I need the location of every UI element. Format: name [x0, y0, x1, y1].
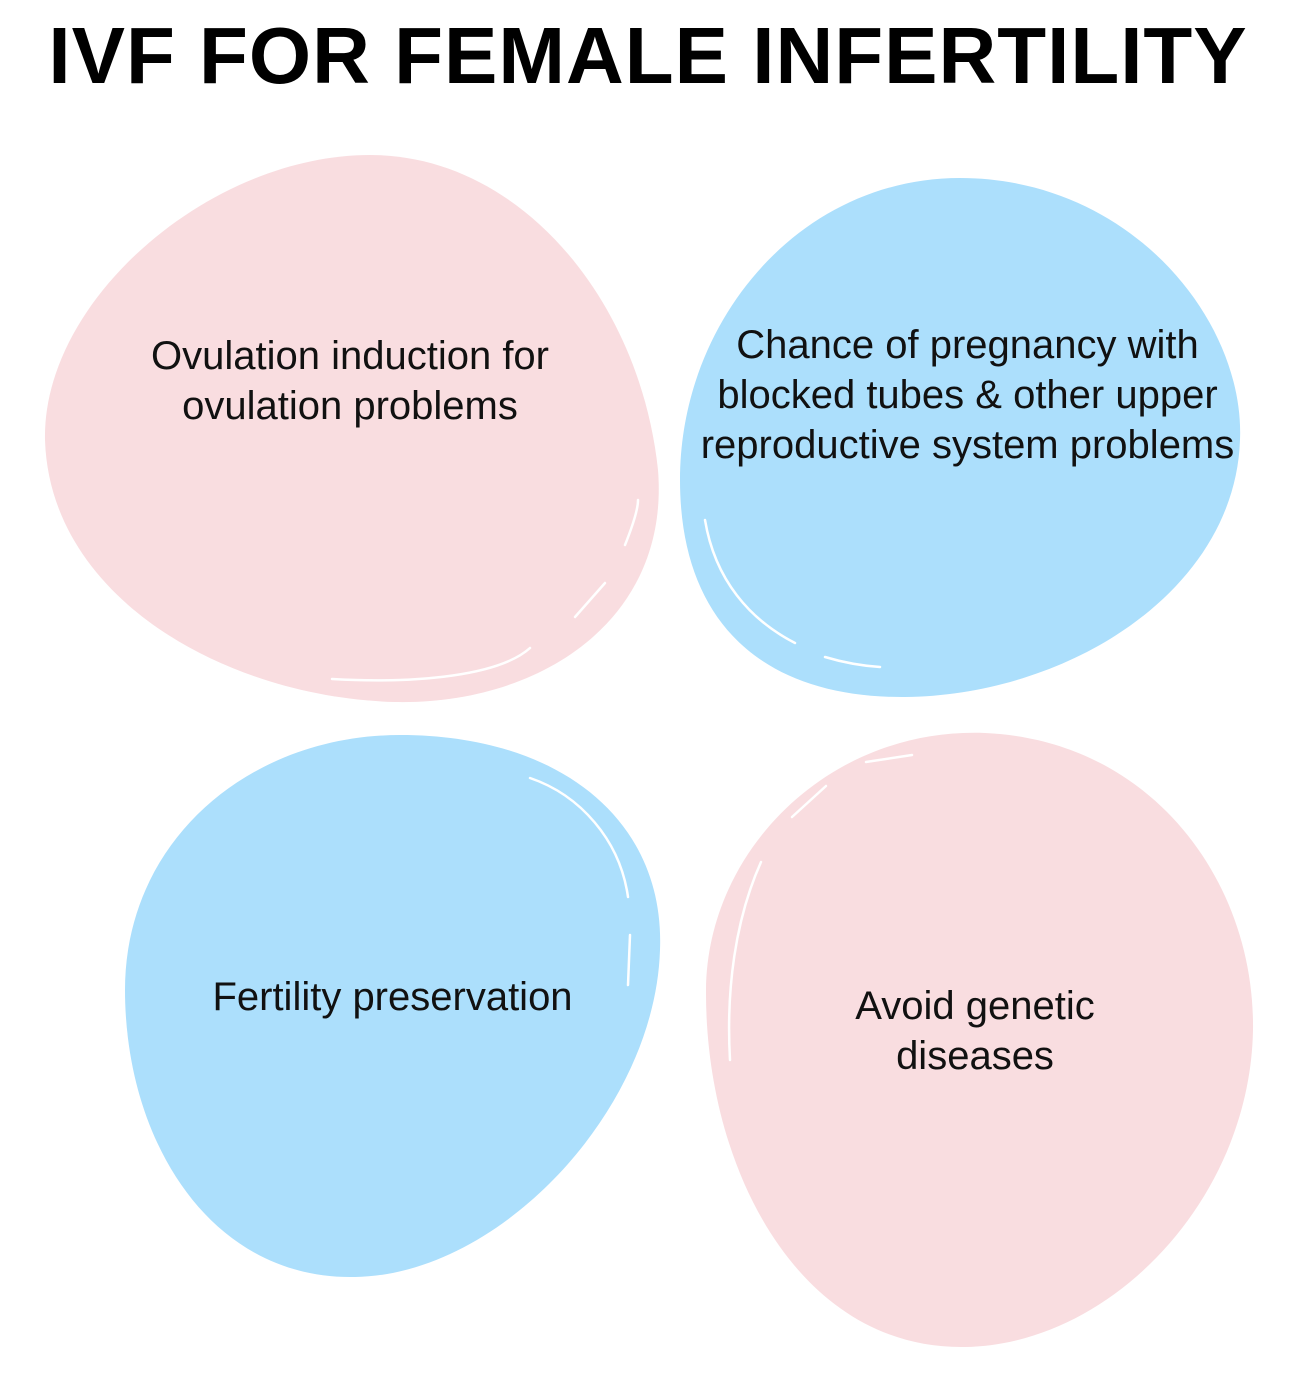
blob-blocked-tubes: [680, 178, 1241, 698]
item-fertility-text: Fertility preservation: [212, 975, 573, 1019]
item-ovulation-text: Ovulation induction for ovulation proble…: [150, 334, 549, 428]
blob-fertility: [125, 735, 661, 1278]
blob-genetic: [705, 732, 1254, 1348]
item-genetic-text: Avoid genetic diseases: [855, 984, 1095, 1078]
page-title: IVF FOR FEMALE INFERTILITY: [48, 11, 1248, 100]
blob-ovulation: [44, 155, 659, 703]
item-blocked-tubes-text: Chance of pregnancy with blocked tubes &…: [700, 323, 1235, 467]
